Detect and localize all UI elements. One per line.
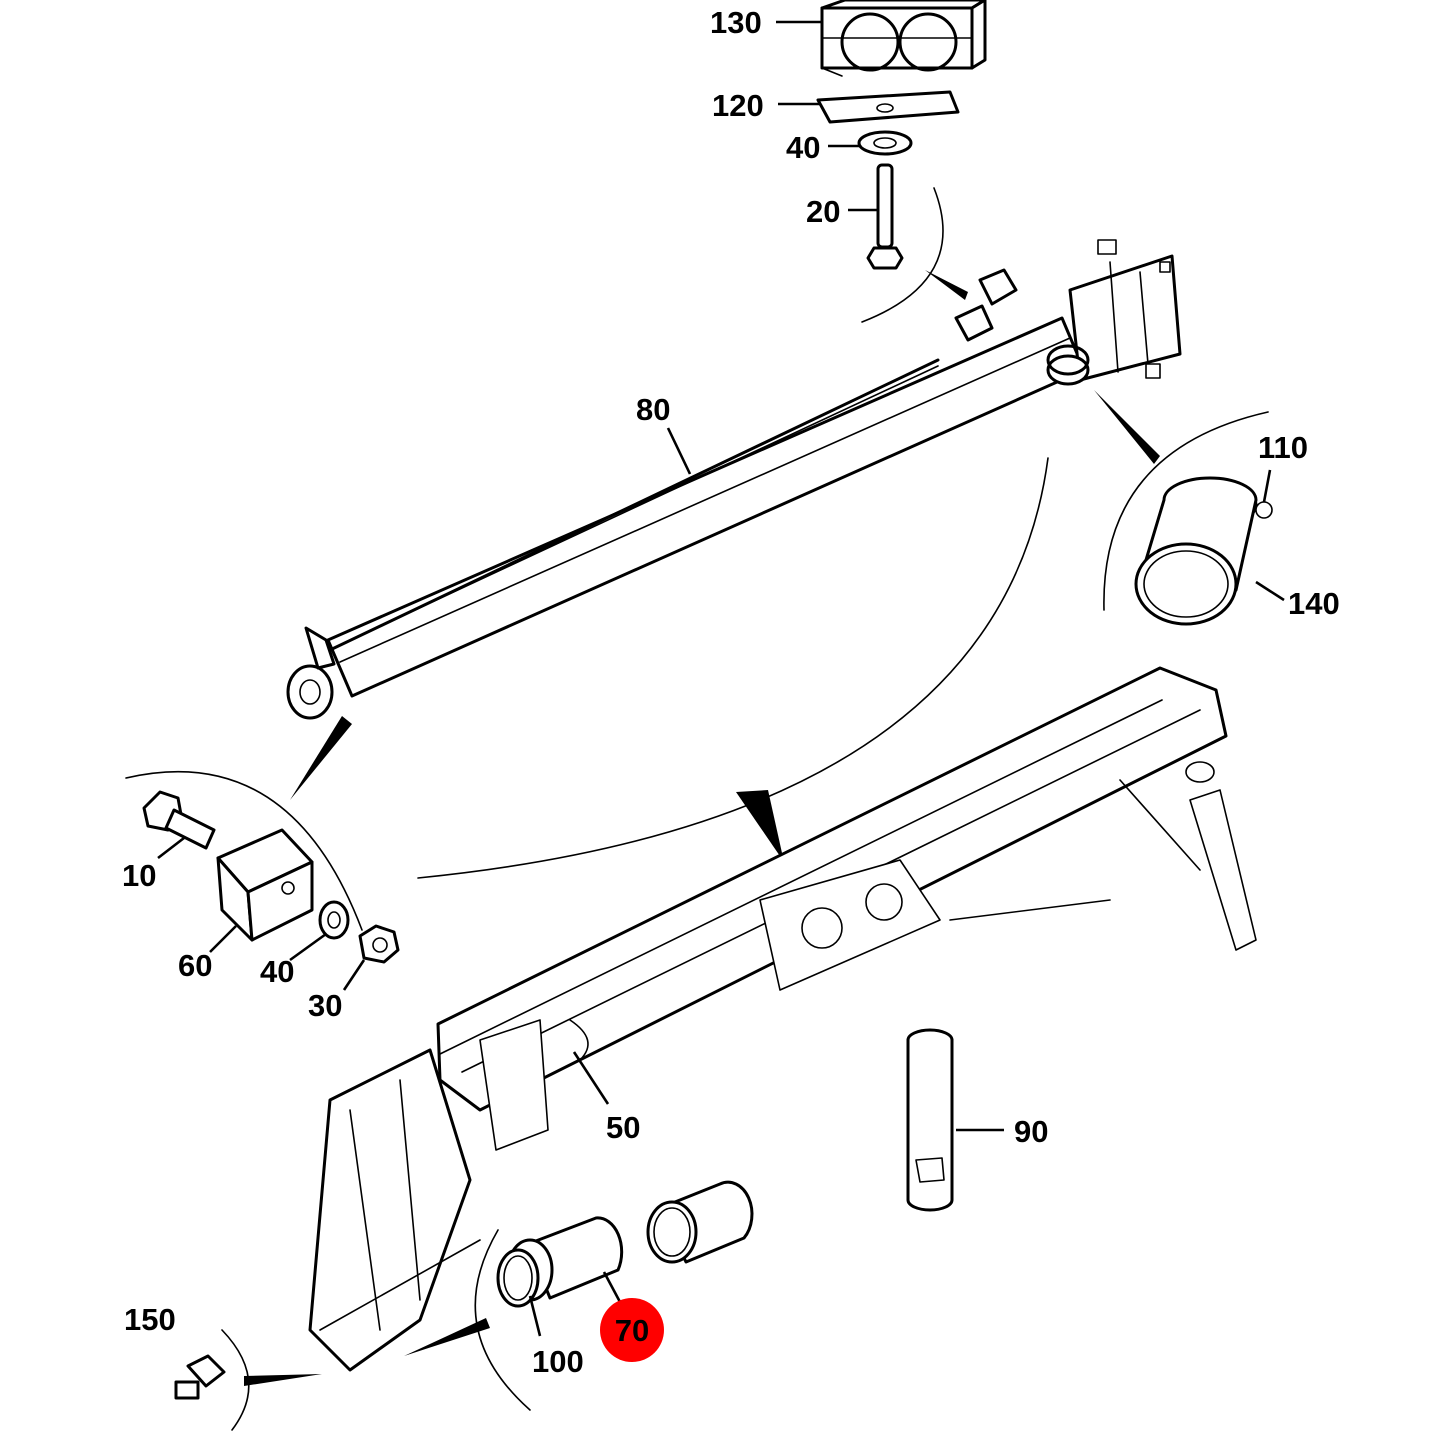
callout-100: 100 [532, 1344, 584, 1379]
callout-90: 90 [1014, 1114, 1048, 1149]
callout-120: 120 [712, 88, 764, 123]
callout-70: 70 [615, 1313, 649, 1348]
callout-140: 140 [1288, 586, 1340, 621]
detail-pointer-140 [1094, 390, 1160, 464]
detail-pointer-boom [736, 790, 784, 862]
nut-30 [358, 924, 400, 964]
callout-50: 50 [606, 1110, 640, 1145]
highlighted-callout-70[interactable]: 70 [600, 1298, 664, 1362]
callout-10: 10 [122, 858, 156, 893]
leader-lines [157, 20, 1285, 1337]
washer-40-bottom [318, 900, 350, 940]
detail-arc-140 [1103, 411, 1269, 611]
callout-20: 20 [806, 194, 840, 229]
bracket-60 [216, 828, 314, 942]
highlight-marker [600, 1298, 664, 1362]
washer-40-top [857, 130, 913, 156]
detail-arc-boom [417, 457, 1049, 879]
hydraulic-cylinder-80 [286, 239, 1182, 720]
callout-110: 110 [1258, 430, 1308, 465]
detail-arc-top [861, 187, 944, 323]
detail-pointer-150 [244, 1374, 322, 1386]
callout-80: 80 [636, 392, 670, 427]
ring-100 [496, 1248, 540, 1308]
callout-150: 150 [124, 1302, 176, 1337]
clamp-block-130 [820, 0, 987, 77]
callout-40-bottom: 40 [260, 954, 294, 989]
bushing-140 [1134, 476, 1273, 626]
bushing-upper [646, 1180, 754, 1264]
bolt-20 [866, 163, 904, 270]
callout-60: 60 [178, 948, 212, 983]
pin-90 [906, 1028, 954, 1212]
boom-assembly [308, 666, 1257, 1372]
detail-pointer-bushing [404, 1318, 490, 1356]
callout-130: 130 [710, 5, 762, 40]
pin-bolt-10 [142, 790, 216, 850]
clamp-small-parts [954, 268, 1018, 342]
grease-nipple-150 [174, 1354, 226, 1400]
detail-arc-pin [125, 770, 363, 931]
callout-30: 30 [308, 988, 342, 1023]
detail-pointer-pin [290, 716, 352, 800]
plate-120 [816, 90, 960, 124]
callout-40-top: 40 [786, 130, 820, 165]
detail-pointer-top [925, 270, 968, 300]
